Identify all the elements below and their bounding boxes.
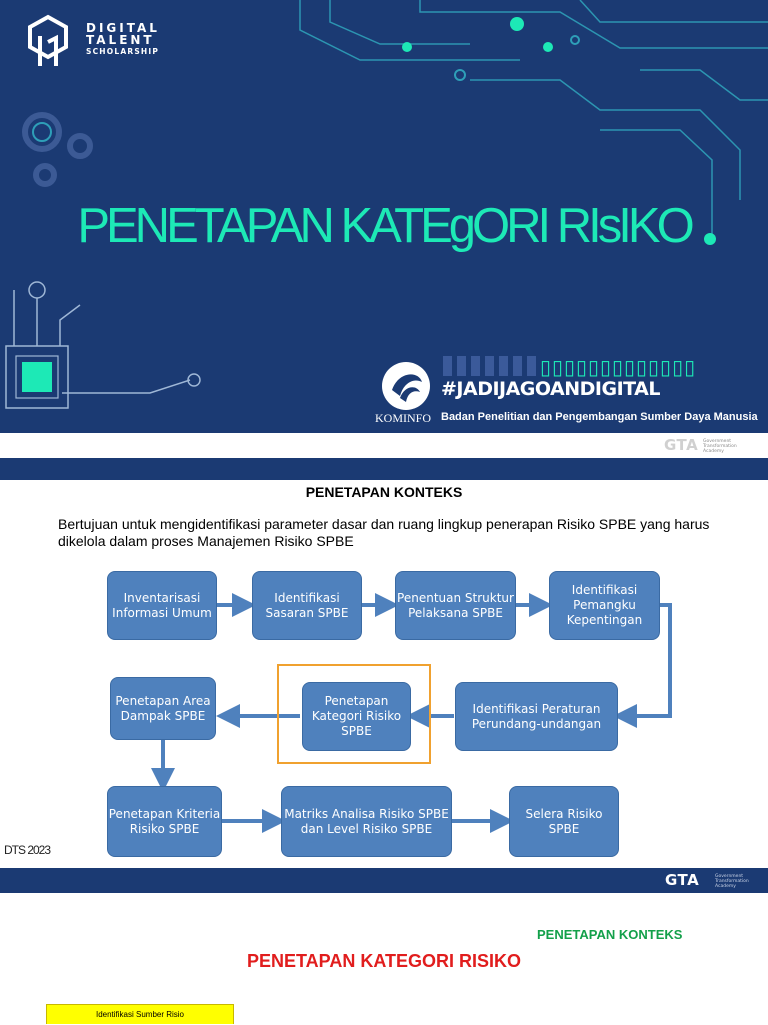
highlight-frame [277, 664, 431, 764]
gta-logo: GTA [664, 436, 699, 454]
gta-tagline-3: Academy [703, 449, 724, 454]
digital-talent-logo [28, 14, 68, 66]
gta-strip-top: GTA Government Transformation Academy [0, 433, 768, 458]
section-label: PENETAPAN KONTEKS [537, 927, 683, 942]
agency-name: Badan Penelitian dan Pengembangan Sumber… [441, 411, 758, 423]
gta-tagline-2: Transformation [703, 444, 737, 449]
flow-step-peraturan: Identifikasi Peraturan Perundang-undanga… [455, 682, 618, 751]
arrow-4-5 [613, 603, 672, 728]
gta-tagline-1: Government [703, 439, 732, 444]
slide3-title: PENETAPAN KATEGORI RISIKO [246, 951, 522, 971]
flow-step-pemangku-kepentingan: Identifikasi Pemangku Kepentingan [549, 571, 660, 640]
kominfo-label: KOMINFO [375, 411, 432, 425]
campaign-hashtag: #JADIJAGOANDIGITAL [441, 378, 660, 400]
gta-tagline: Government Transformation Academy [715, 874, 749, 889]
dts-year-label: DTS 2023 [4, 843, 51, 857]
decorative-boxes: ▯▯▯▯▯▯▯▯▯▯▯▯▯ [540, 355, 697, 379]
gta-tagline-2: Transformation [715, 879, 749, 884]
gta-tagline-3: Academy [715, 884, 736, 889]
slide2-top-bar [0, 458, 768, 480]
gta-logo: GTA [665, 871, 700, 889]
flow-step-kriteria-risiko: Penetapan Kriteria Risiko SPBE [107, 786, 222, 857]
kominfo-emblem-icon [382, 362, 430, 410]
brand-line-2: TALENT [86, 33, 155, 47]
brand-line-1: DIGITAL [86, 21, 160, 35]
flow-step-matriks-analisa: Matriks Analisa Risiko SPBE dan Level Ri… [281, 786, 452, 857]
brand-wordmark: DIGITAL TALENT SCHOLARSHIP [86, 22, 160, 58]
flow-step-selera-risiko: Selera Risiko SPBE [509, 786, 619, 857]
brand-line-3: SCHOLARSHIP [86, 47, 160, 56]
gta-tagline: Government Transformation Academy [703, 439, 737, 454]
flow-step-struktur-pelaksana: Penentuan Struktur Pelaksana SPBE [395, 571, 516, 640]
flow-step-area-dampak: Penetapan Area Dampak SPBE [110, 677, 216, 740]
flow-step-identifikasi-sasaran: Identifikasi Sasaran SPBE [252, 571, 362, 640]
slide2-description: Bertujuan untuk mengidentifikasi paramet… [58, 516, 710, 549]
flow-arrows [151, 593, 672, 833]
slide2-bottom-bar: GTA Government Transformation Academy [0, 868, 768, 893]
flow-step-kategori-risiko: Penetapan Kategori Risiko SPBE [302, 682, 411, 751]
title-slide: DIGITAL TALENT SCHOLARSHIP PENETAPAN KAT… [0, 0, 768, 433]
flow-step-inventarisasi: Inventarisasi Informasi Umum [107, 571, 217, 640]
progress-segments-icon [443, 356, 536, 376]
circuit-background [0, 0, 768, 433]
source-identification-box: Identifikasi Sumber Risio [46, 1004, 234, 1024]
slide-title: PENETAPAN KATEgORI RIsIKO [77, 199, 694, 253]
slide2-heading: PENETAPAN KONTEKS [305, 484, 463, 500]
gta-tagline-1: Government [715, 874, 744, 879]
